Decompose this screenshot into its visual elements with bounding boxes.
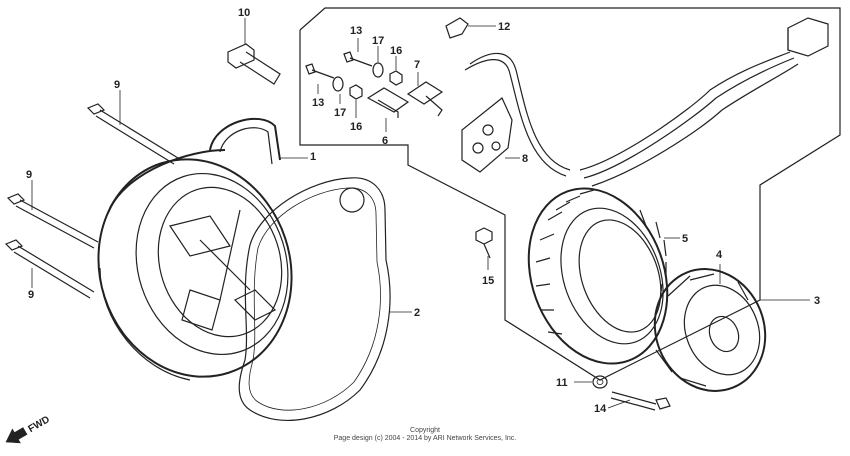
copyright-line-1: Copyright [410,427,440,434]
wire-harness [464,17,829,187]
callout-13-upper: 13 [350,25,362,37]
callout-6: 6 [382,135,388,147]
part-11-washer [574,375,608,389]
part-1-alternator-cover [97,117,308,381]
callout-7: 7 [414,59,420,71]
callout-14: 14 [594,403,607,415]
part-12-wire-clip [445,17,496,39]
part-2-gasket [238,177,412,421]
callout-17-upper: 17 [372,35,384,47]
part-7-brush [406,72,444,117]
callout-15: 15 [482,275,494,287]
callout-3: 3 [814,295,820,307]
part-17-washer-left [332,76,344,104]
callout-1: 1 [310,151,316,163]
assembly-group-outline [299,7,841,381]
part-10-bolt [227,18,281,85]
part-15-bolt [475,227,493,270]
callout-12: 12 [498,21,510,33]
part-9-bolt-bottom [4,239,95,299]
callout-4: 4 [716,249,723,261]
callout-8: 8 [522,153,528,165]
part-3-rotor-assembly [653,268,810,392]
part-8-terminal-plate [461,97,520,173]
callout-13-lower: 13 [312,97,324,109]
callout-9-bottom: 9 [28,289,34,301]
part-5-stator [527,187,680,365]
callout-11: 11 [556,377,568,389]
callout-17-lower: 17 [334,107,346,119]
callout-9-top: 9 [114,79,120,91]
part-6-brush-holder [366,87,410,132]
copyright-line-2: Page design (c) 2004 - 2014 by ARI Netwo… [333,435,517,442]
callout-16-lower: 16 [350,121,362,133]
part-13-screw-right [343,38,373,67]
part-17-washer-right [372,46,384,78]
part-9-bolt-top [86,90,179,165]
callout-10: 10 [238,7,250,19]
callout-16-upper: 16 [390,45,402,57]
callout-5: 5 [682,233,688,245]
part-13-screw-left [305,63,335,94]
callout-9-middle: 9 [26,169,32,181]
callout-2: 2 [414,307,420,319]
part-9-bolt-middle [6,180,99,249]
part-16-nut-right [389,56,403,86]
part-14-bolt [607,391,671,411]
part-16-nut-left [349,84,363,118]
